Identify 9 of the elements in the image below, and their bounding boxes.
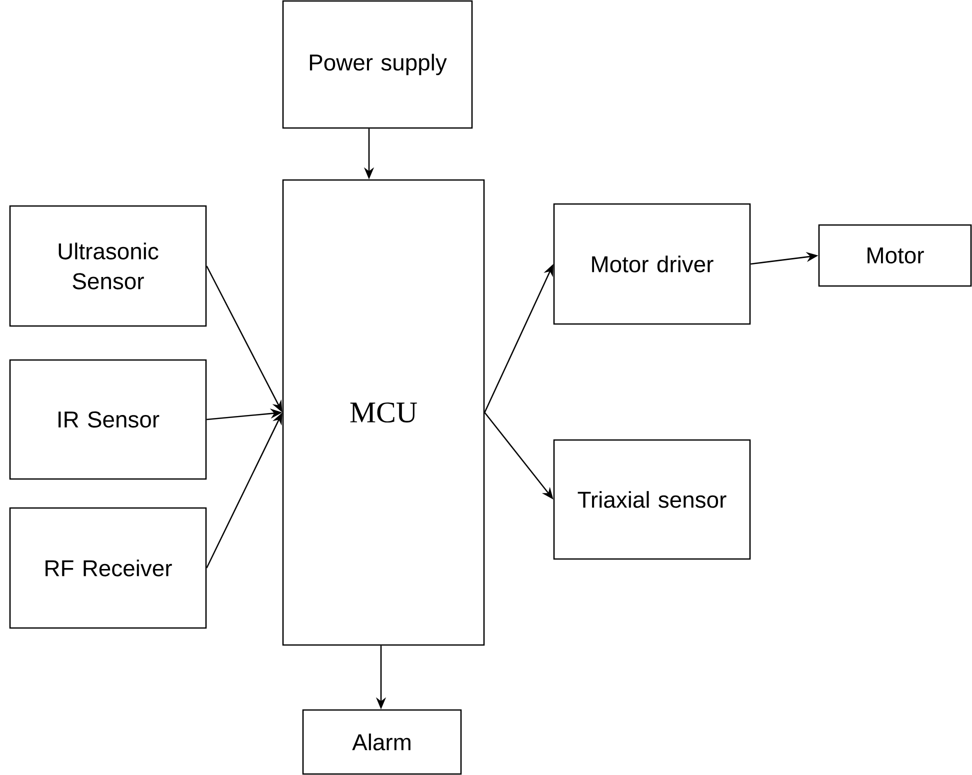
block-box: Motor driver	[553, 203, 751, 325]
block-box: Motor	[818, 224, 972, 287]
block-box: Power supply	[282, 0, 473, 129]
block-box: Alarm	[302, 709, 462, 775]
block-box: MCU	[282, 179, 485, 646]
block-box: IR Sensor	[9, 359, 207, 480]
block-box: Triaxial sensor	[553, 439, 751, 560]
block-box: RF Receiver	[9, 507, 207, 629]
block-box: Ultrasonic Sensor	[9, 205, 207, 327]
